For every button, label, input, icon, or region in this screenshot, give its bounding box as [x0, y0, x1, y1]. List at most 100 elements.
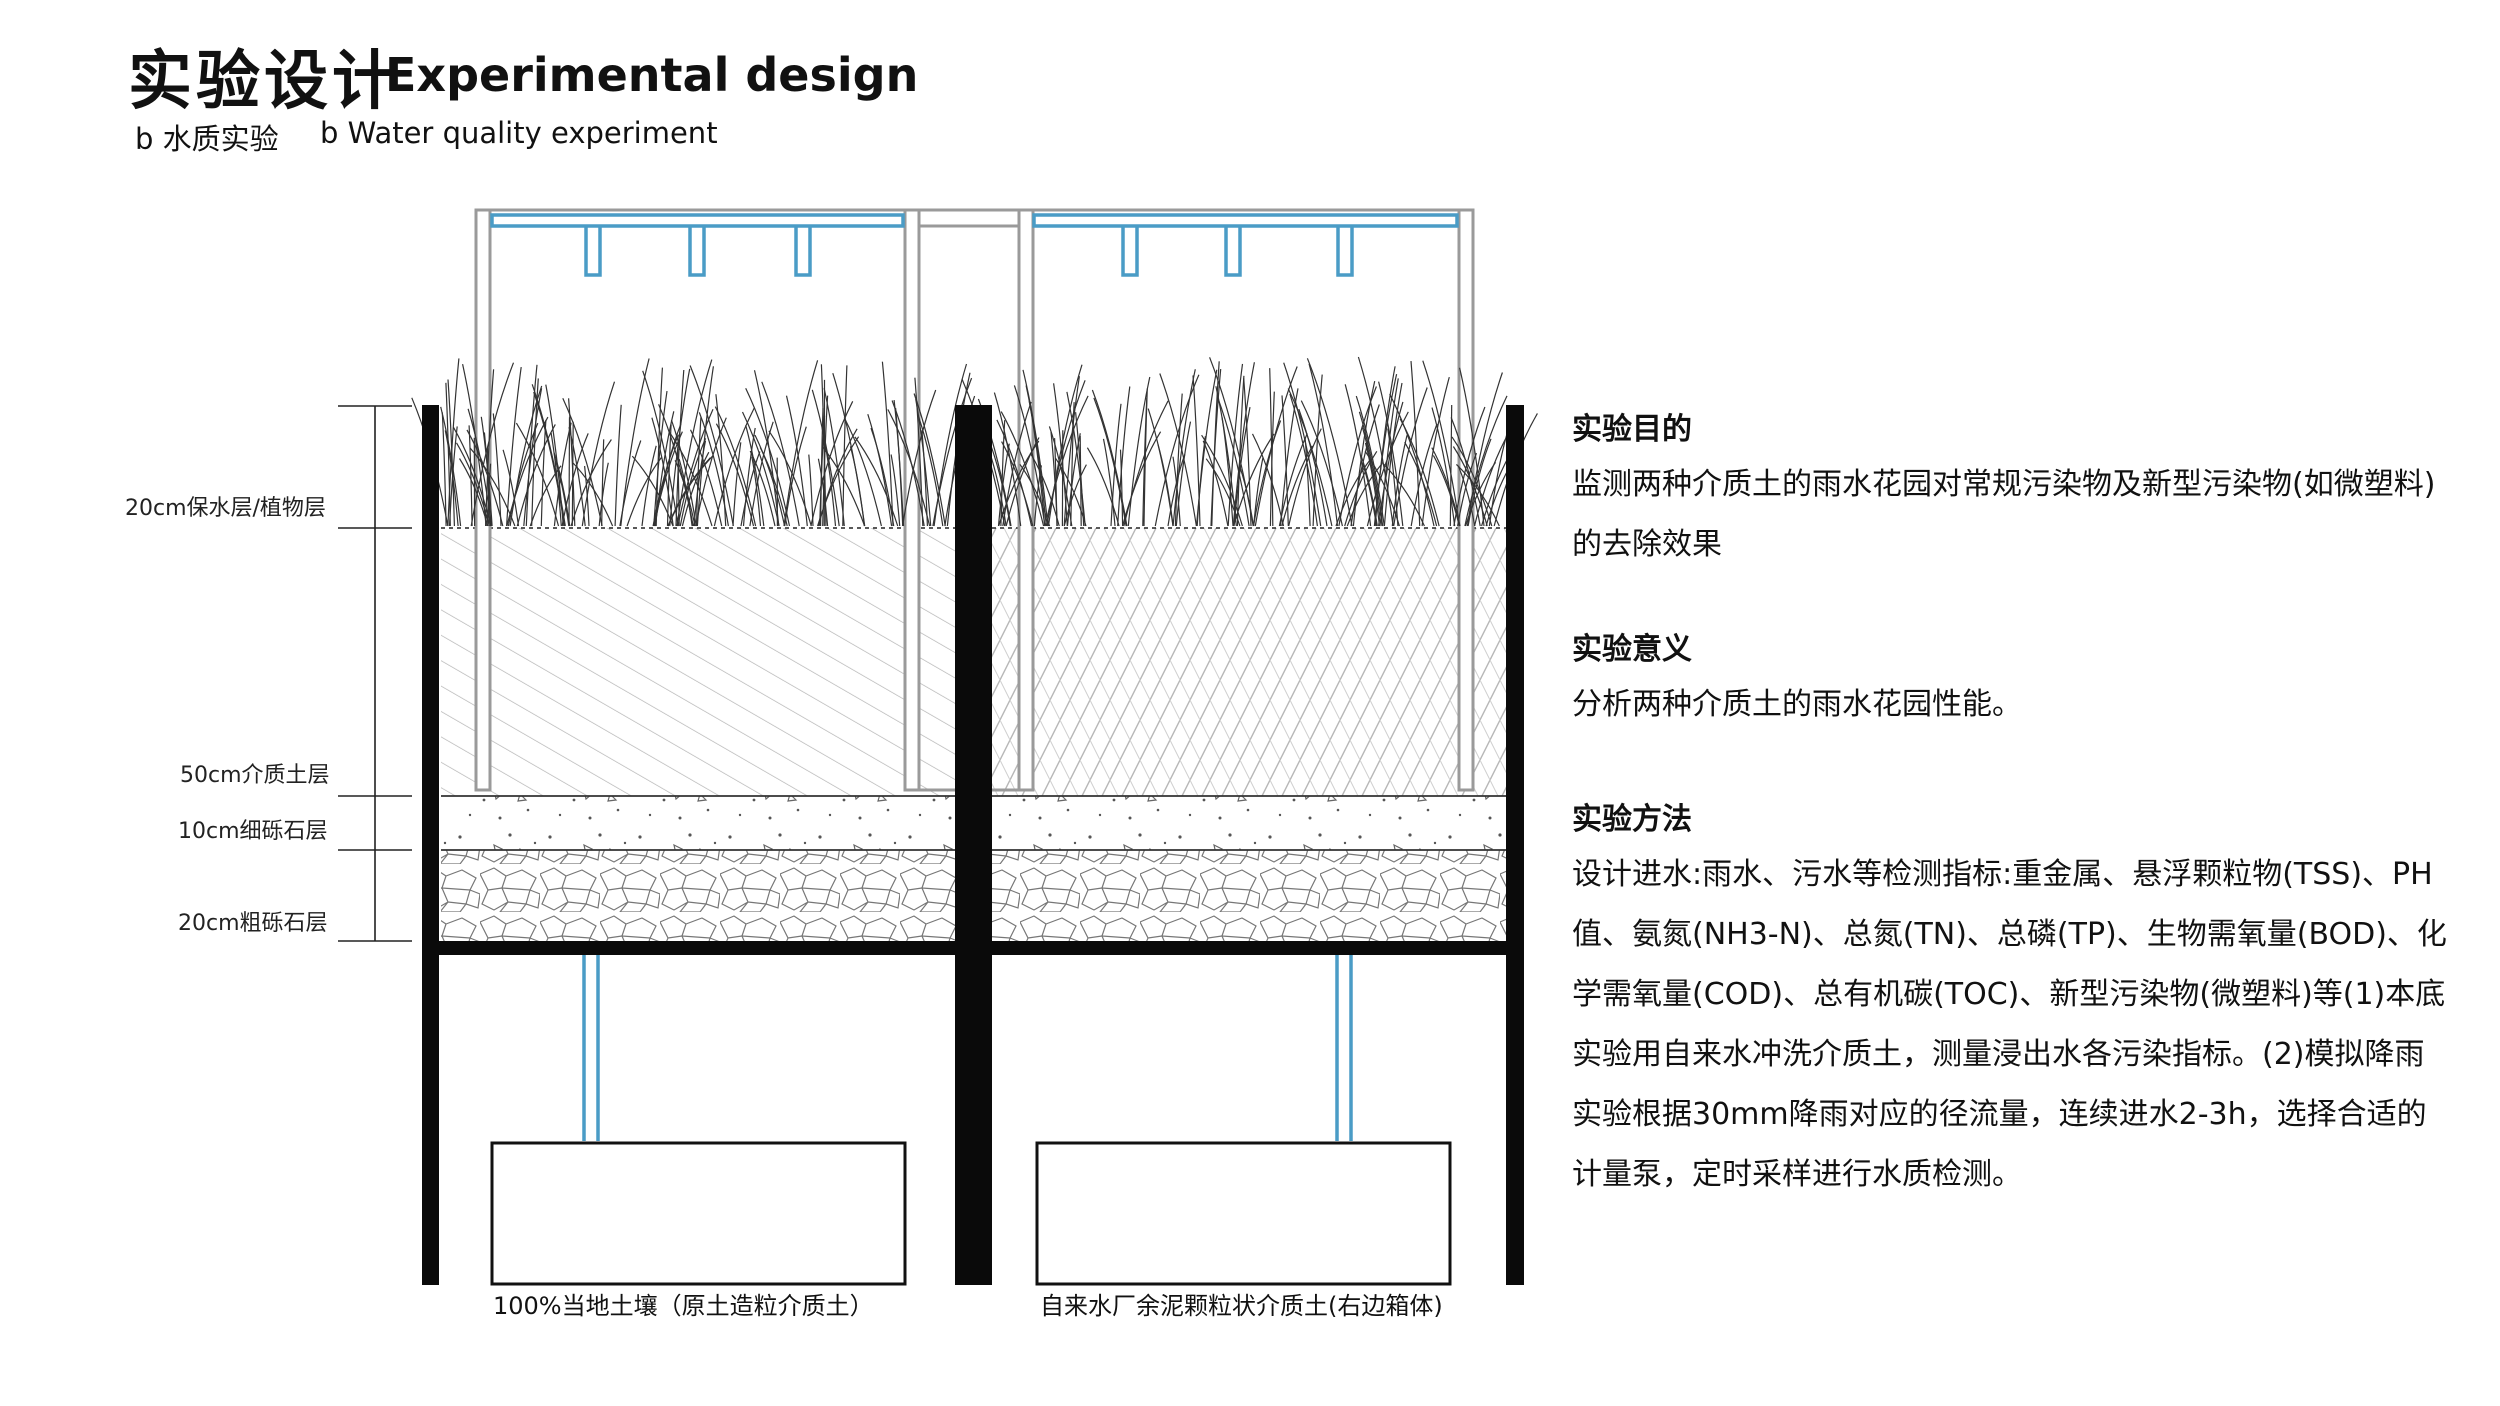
section-text-method: 设计进水:雨水、污水等检测指标:重金属、悬浮颗粒物(TSS)、PH值、氨氮(NH… [1572, 857, 2447, 1192]
grass-blade [1233, 406, 1251, 527]
grass-blade [1306, 358, 1353, 527]
grass-blade [1338, 386, 1377, 527]
grass-blade [1122, 431, 1162, 527]
water-distribution-pipe [490, 213, 1459, 1141]
grass-blade [554, 460, 570, 527]
grass-blade [1159, 373, 1197, 527]
grass-blade [1127, 376, 1151, 527]
grass-blade [1464, 395, 1508, 527]
section-text-purpose: 监测两种介质土的雨水花园对常规污染物及新型污染物(如微塑料)的去除效果 [1572, 467, 2436, 562]
grass-blade [601, 439, 605, 527]
grass-blade [754, 434, 786, 527]
layer-label-media: 50cm介质土层 [180, 763, 330, 788]
subtitle-cn: b 水质实验 [135, 122, 279, 156]
grass-blade [1457, 465, 1476, 527]
grass-blade [1013, 385, 1046, 527]
grass-blade [1355, 395, 1385, 527]
left-box-layers [441, 527, 955, 941]
grass-blade [1449, 404, 1453, 527]
subtitle-en: b Water quality experiment [320, 116, 718, 150]
layer-label-coarse-gravel: 20cm粗砾石层 [178, 911, 328, 936]
grass-blade [641, 445, 657, 527]
grass-blade [1346, 463, 1383, 527]
grass-blade [1236, 375, 1245, 527]
grass-blade [1344, 450, 1378, 527]
grass-blade [1192, 375, 1201, 527]
grass-blade [867, 414, 893, 527]
grass-blade [715, 394, 727, 527]
grass-blade [1172, 369, 1196, 527]
grass-blade [620, 358, 650, 527]
grass-blade [445, 382, 451, 527]
grass-blade [502, 449, 520, 527]
grass-blade [570, 439, 612, 527]
grass-blade [1001, 441, 1034, 527]
grass-blade [1269, 368, 1274, 527]
grass-blade [675, 369, 685, 527]
grass-blade [1252, 420, 1282, 527]
grass-blade [1287, 388, 1333, 527]
grass-blade [1312, 374, 1323, 527]
grass-blade [1410, 423, 1438, 527]
grass-blade [1174, 393, 1183, 527]
grass-blade [1459, 367, 1485, 527]
grass-blade [784, 426, 807, 527]
grass-blade [1298, 408, 1328, 527]
grass-blade [676, 359, 713, 527]
grass-blade [808, 454, 814, 527]
grass-blade [1002, 401, 1032, 527]
layer-label-fine-gravel: 10cm细砾石层 [178, 819, 328, 844]
grass-blade [842, 365, 848, 527]
grass-blade [823, 387, 845, 527]
grass-blade [1119, 449, 1124, 527]
grass-blade [614, 404, 622, 527]
grass-blade [1389, 393, 1435, 527]
grass-blade [1147, 408, 1174, 527]
container-walls [422, 405, 1524, 1285]
left-collection-tank [490, 1141, 907, 1286]
grass-blade [1238, 464, 1255, 527]
grass-blade [523, 388, 543, 527]
grass-blade [655, 367, 663, 527]
section-text-significance: 分析两种介质土的雨水花园性能。 [1572, 687, 2022, 722]
grass-blade [1254, 366, 1298, 527]
grass-blade [913, 393, 946, 527]
grass-blade [1167, 454, 1186, 527]
frame-structure [474, 208, 1475, 792]
grass-blade [441, 412, 447, 527]
grass-blade [1232, 433, 1275, 527]
grass-blade [1227, 363, 1244, 527]
grass-blade [507, 422, 539, 527]
grass-blade [1380, 378, 1399, 527]
grass-blade [1383, 382, 1403, 527]
grass-blade [890, 454, 901, 527]
section-heading-method: 实验方法 [1572, 802, 1692, 837]
grass-blade [1070, 402, 1075, 527]
grass-blade [1172, 456, 1181, 527]
grass-plants-right [961, 356, 1538, 527]
grass-blade [881, 361, 894, 527]
grass-blade [753, 370, 780, 527]
grass-blade [1366, 411, 1409, 527]
page-title-en: Experimental design [385, 48, 919, 102]
grass-blade [1093, 397, 1127, 527]
grass-blade [732, 442, 742, 527]
grass-blade [540, 419, 547, 527]
grass-blade [696, 366, 714, 527]
grass-blade [1358, 411, 1384, 527]
grass-blade [1374, 366, 1396, 527]
grass-blade [1467, 438, 1492, 527]
dimension-line [338, 405, 412, 942]
grass-blade [670, 419, 697, 527]
grass-blade [820, 407, 824, 527]
grass-blade [811, 389, 840, 527]
grass-blade [745, 387, 791, 527]
grass-blade [531, 378, 539, 527]
grass-blade [1251, 433, 1285, 527]
grass-blade [516, 424, 556, 527]
grass-blade [1393, 387, 1428, 527]
grass-blade [783, 360, 819, 527]
grass-blade [751, 456, 762, 527]
grass-blade [1422, 360, 1461, 527]
grass-blade [1046, 380, 1086, 527]
